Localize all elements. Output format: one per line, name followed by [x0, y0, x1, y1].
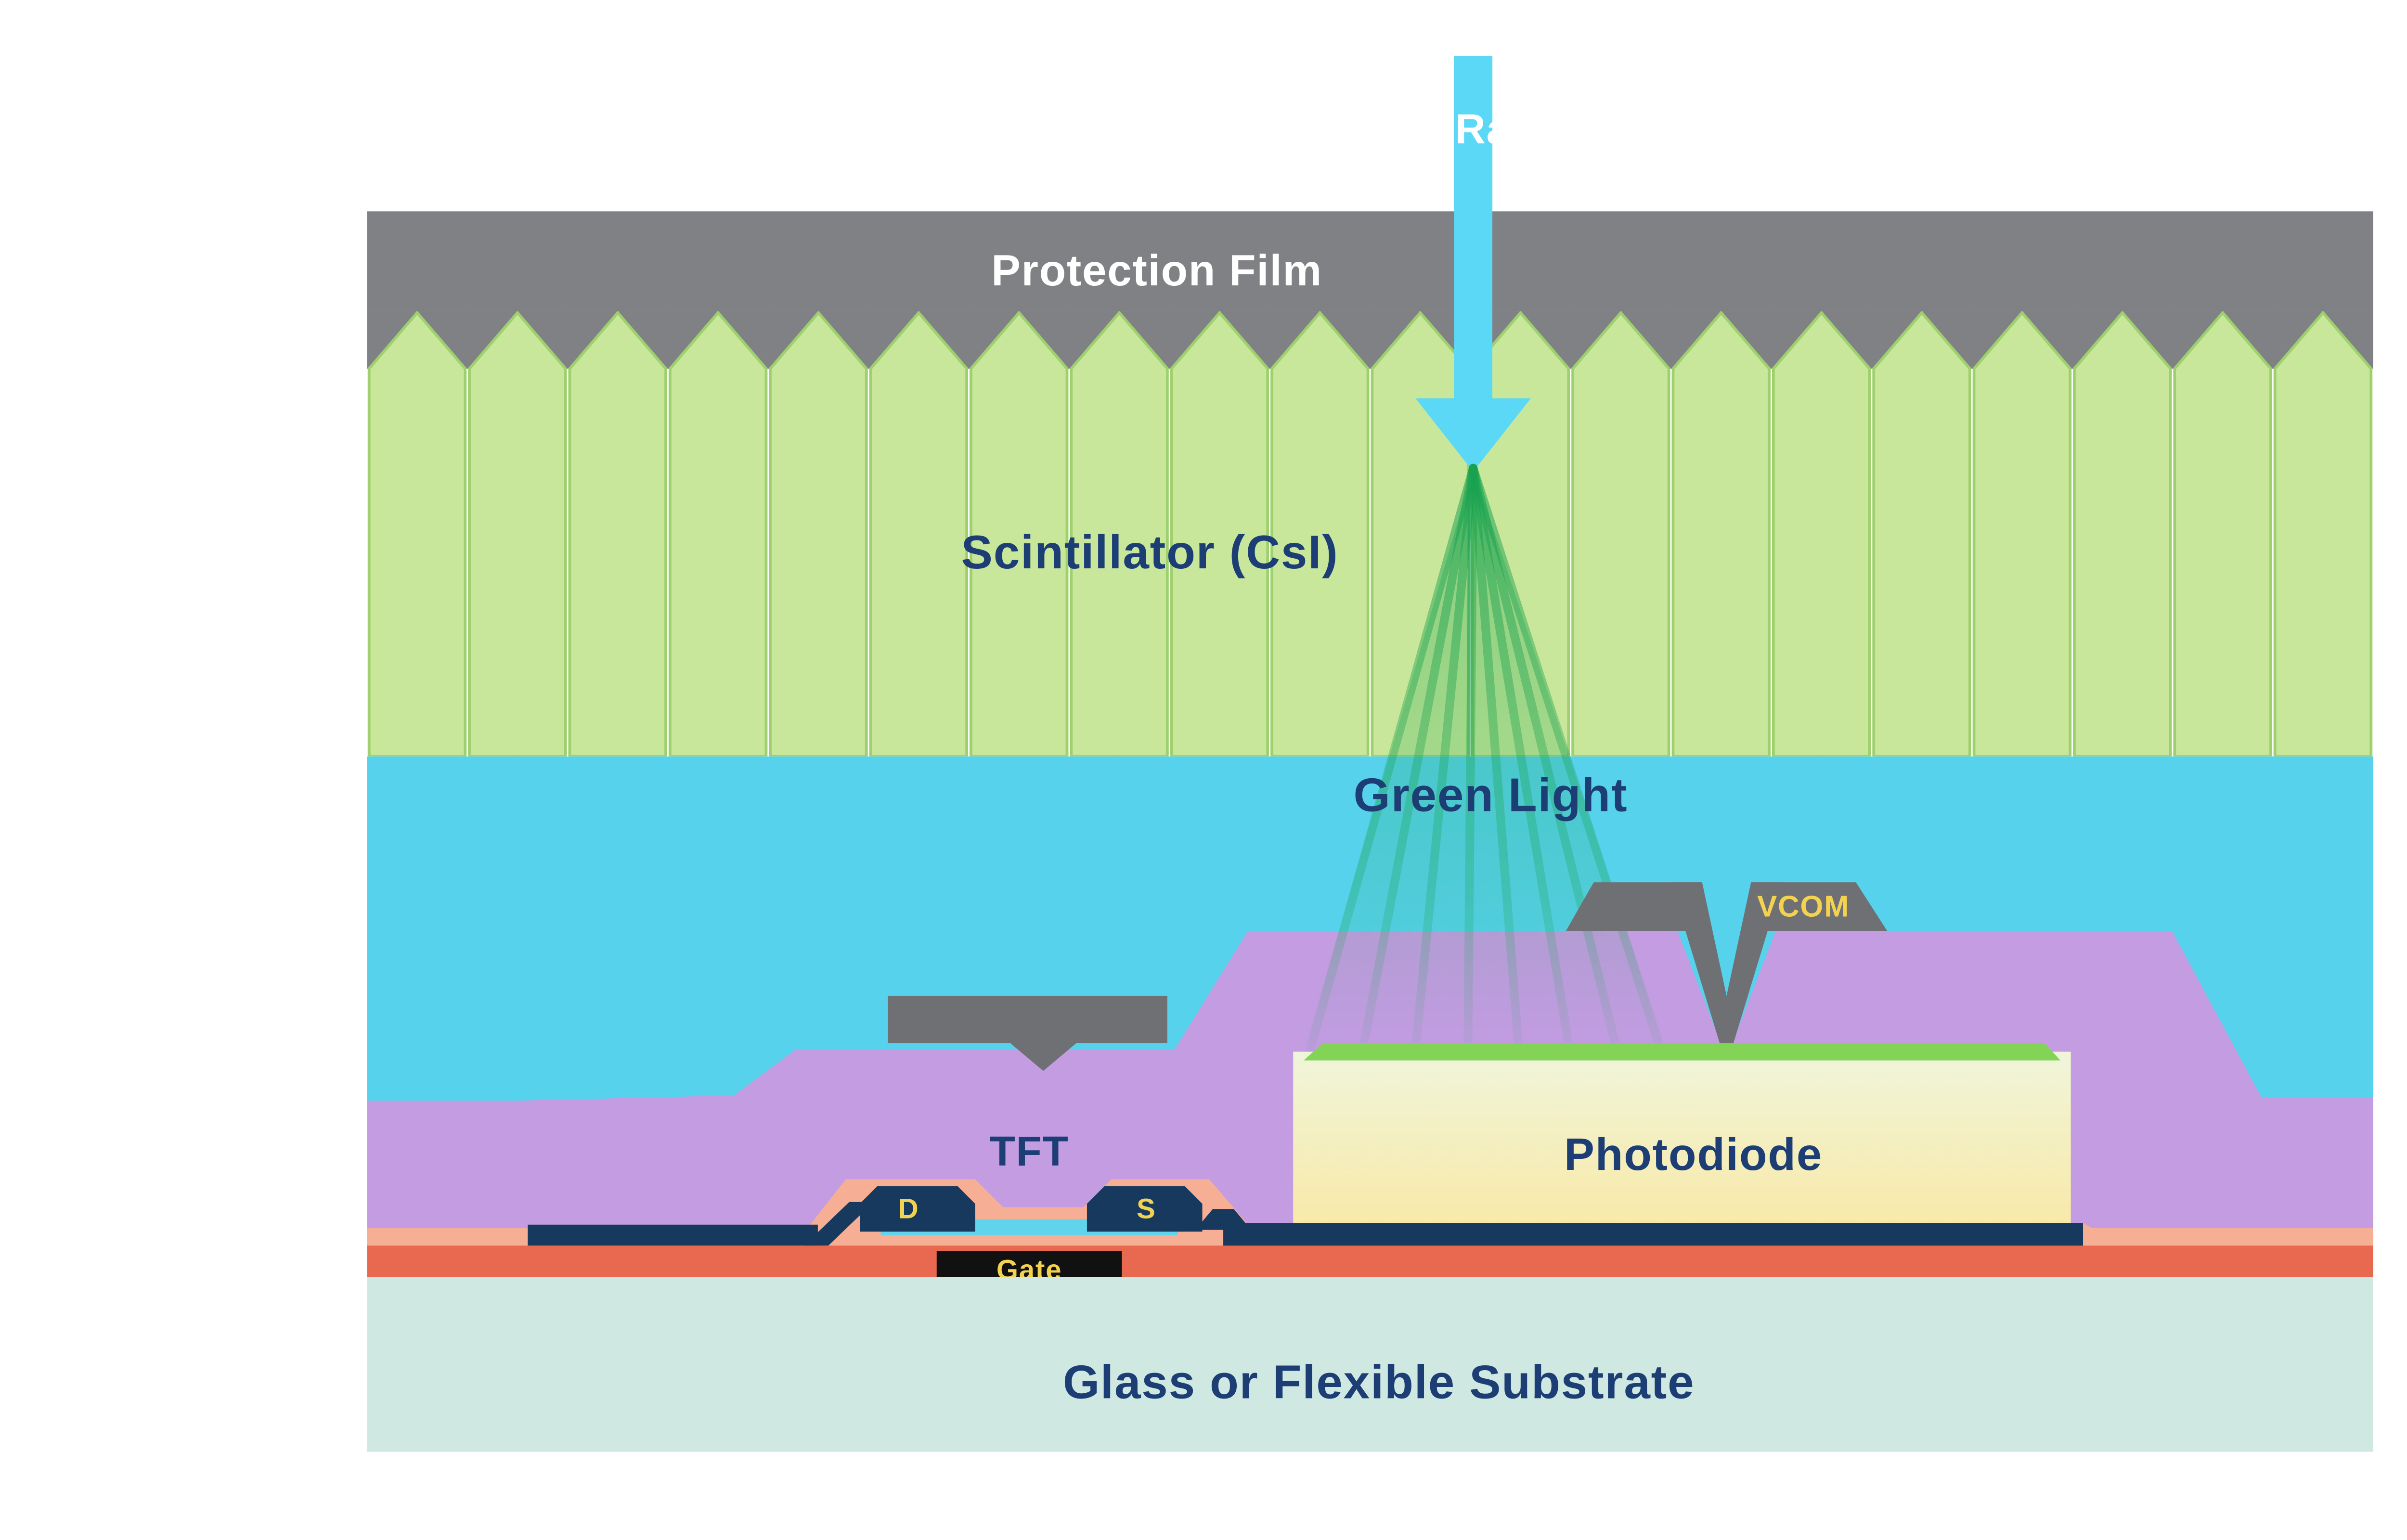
green-light-rays [1304, 463, 1668, 1053]
tft-label: TFT [990, 1128, 1069, 1175]
light-ray [1463, 463, 1478, 1053]
light-ray [1469, 463, 1665, 1053]
photodiode: Photodiode [1293, 1043, 2071, 1227]
substrate-label: Glass or Flexible Substrate [1063, 1355, 1695, 1408]
light-ray [1469, 463, 1621, 1053]
light-ray [1469, 463, 1523, 1053]
scintillator-label: Scintillator (CsI) [961, 526, 1339, 578]
light-ray [1469, 463, 1574, 1053]
drain-electrode [860, 1186, 975, 1232]
left-electrode [888, 996, 1167, 1071]
drain-label: D [898, 1194, 919, 1225]
scintillator-layer [367, 311, 2373, 757]
vcom-left-wing [1566, 882, 1702, 931]
insulator-layer [367, 1245, 2373, 1277]
light-ray [1306, 463, 1478, 1053]
vcom-electrode: VCOM [1566, 882, 1888, 1066]
source-electrode [1087, 1186, 1203, 1232]
vcom-right-wing [1751, 882, 1888, 931]
passivation-step-right [2083, 1223, 2125, 1247]
light-ray [1359, 463, 1478, 1053]
photodiode-top-contact [1304, 1043, 2060, 1061]
metal-riser-left [803, 1202, 874, 1246]
source-label: S [1137, 1194, 1156, 1225]
light-ray [1411, 463, 1478, 1053]
green-light-label: Green Light [1354, 769, 1628, 821]
protection-film-label: Protection Film [991, 246, 1322, 295]
photodiode-bottom-electrode [1223, 1223, 2083, 1247]
photodiode-body [1293, 1052, 2071, 1227]
substrate-layer [367, 1277, 2373, 1452]
metal-line-left [528, 1224, 818, 1246]
xray-arrow-icon [1415, 56, 1531, 472]
xray-label: X-Ray [1411, 106, 1535, 153]
vcom-label: VCOM [1757, 890, 1850, 924]
photodiode-label: Photodiode [1564, 1129, 1823, 1180]
